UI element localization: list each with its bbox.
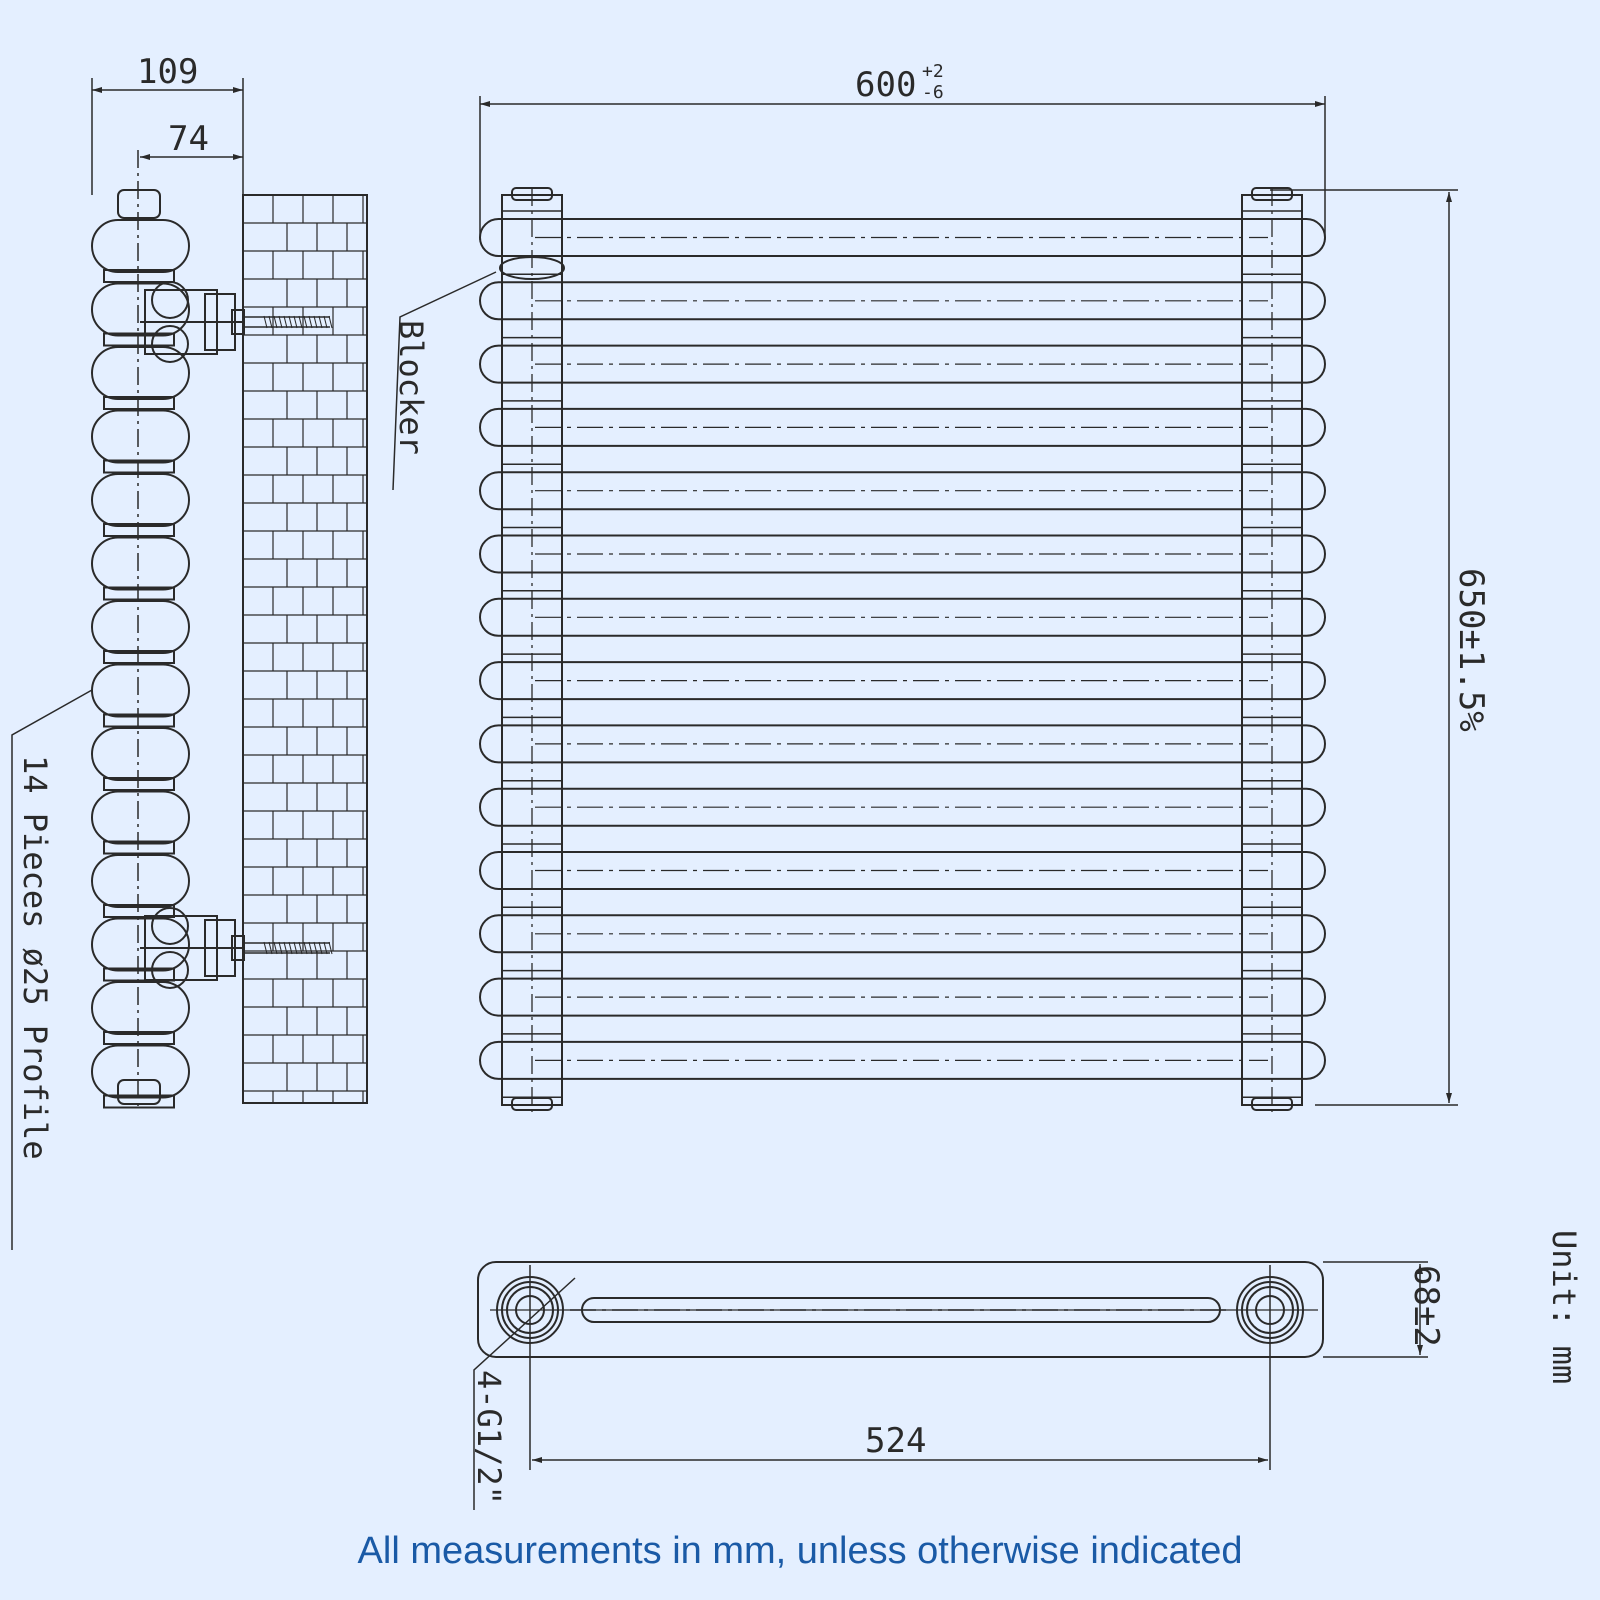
- wall-outline: [242, 194, 368, 1104]
- horizontal-tube: [479, 661, 1326, 701]
- end-column: [1241, 187, 1303, 1112]
- horizontal-tube: [479, 407, 1326, 447]
- side-section: [91, 219, 190, 273]
- front-end-columns: [501, 187, 1303, 1112]
- footer-note: All measurements in mm, unless otherwise…: [357, 1530, 1243, 1572]
- dim-text-650: 650±1.5%: [1451, 568, 1491, 732]
- profile-label: 14 Pieces ø25 Profile: [16, 755, 54, 1160]
- dim-text-109: 109: [137, 52, 198, 92]
- side-top-cap: [117, 189, 161, 219]
- horizontal-tube: [479, 534, 1326, 574]
- side-section: [91, 854, 190, 908]
- side-section: [91, 282, 190, 337]
- side-section: [91, 346, 190, 400]
- unit-label: Unit: mm: [1545, 1230, 1583, 1384]
- dim-text-524: 524: [865, 1421, 926, 1461]
- blocker-leader: [392, 271, 497, 491]
- side-section: [91, 409, 190, 464]
- dim-text-600-tol-minus: -6: [922, 82, 944, 103]
- horizontal-tube: [479, 977, 1326, 1017]
- horizontal-tube: [479, 471, 1326, 511]
- end-column: [501, 187, 563, 1112]
- front-view: [392, 96, 1458, 1112]
- plan-view: [473, 1261, 1428, 1510]
- side-section: [91, 600, 190, 654]
- wall-brackets: [140, 281, 333, 989]
- horizontal-tube: [479, 724, 1326, 764]
- connection-leader: [473, 1277, 576, 1510]
- wall-bracket: [140, 907, 333, 989]
- wall-bracket: [140, 281, 333, 363]
- side-section: [91, 790, 190, 845]
- horizontal-tube: [479, 344, 1326, 384]
- connection-label: 4-G1/2": [470, 1370, 508, 1505]
- horizontal-tube: [479, 914, 1326, 954]
- horizontal-tube: [479, 597, 1326, 637]
- side-section: [91, 1044, 190, 1099]
- side-bottom-cap: [117, 1079, 161, 1105]
- dim-text-600-tol-plus: +2: [922, 61, 944, 82]
- dim-text-68: 68±2: [1406, 1265, 1446, 1347]
- side-section: [91, 473, 190, 527]
- blocker-label: Blocker: [392, 320, 430, 455]
- horizontal-tube: [479, 281, 1326, 321]
- side-section: [91, 663, 190, 718]
- dim-text-74: 74: [168, 119, 209, 159]
- front-tubes: [479, 218, 1326, 1080]
- side-section: [91, 727, 190, 781]
- blocker-oval: [499, 256, 565, 280]
- horizontal-tube: [479, 787, 1326, 827]
- dim-text-600: 600: [855, 65, 916, 105]
- horizontal-tube: [479, 218, 1326, 257]
- side-view: [11, 78, 368, 1250]
- side-section: [91, 536, 190, 591]
- wall: [242, 194, 368, 1104]
- horizontal-tube: [479, 851, 1326, 890]
- horizontal-tube: [479, 1040, 1326, 1080]
- profile-leader: [11, 689, 93, 1250]
- side-section: [91, 981, 190, 1035]
- side-section: [91, 917, 190, 972]
- plan-outline: [477, 1261, 1324, 1358]
- side-column-profile: [91, 189, 190, 1109]
